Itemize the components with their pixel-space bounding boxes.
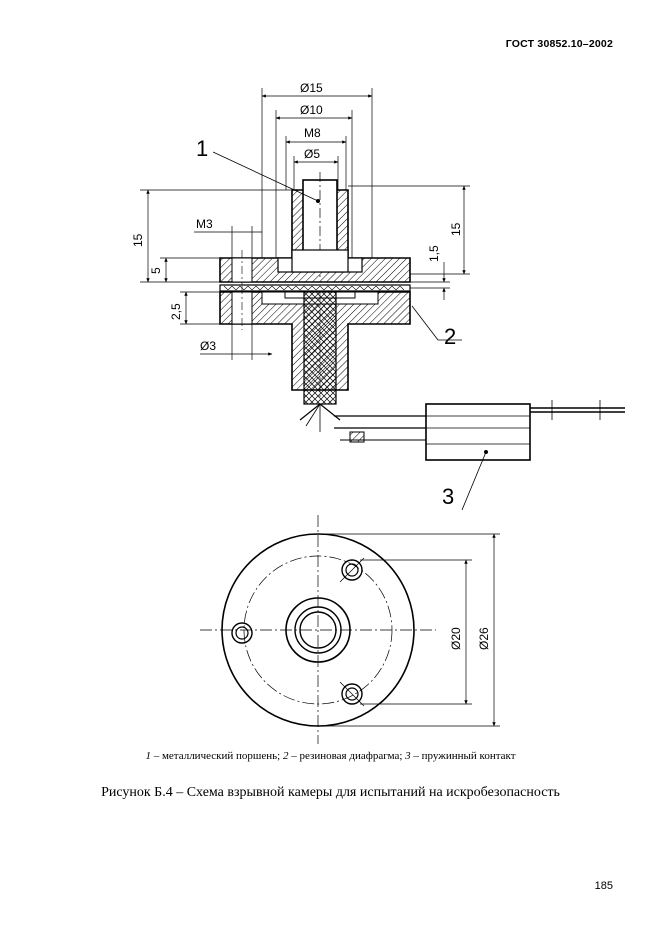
rubber-diaphragm — [219, 284, 411, 292]
legend-num-2: 2 — [282, 750, 289, 762]
legend-text-1: – металлический поршень; — [150, 750, 283, 762]
lower-body — [219, 286, 411, 405]
plan-view — [200, 515, 500, 744]
legend-num-3: 3 — [405, 750, 411, 762]
dim-d20: Ø20 — [449, 627, 463, 650]
callout-labels: 1 2 3 — [196, 136, 456, 509]
callout-3: 3 — [442, 484, 454, 509]
legend-num-1: 1 — [145, 750, 151, 762]
dim-h5: 5 — [149, 267, 163, 274]
plan-dimension-labels: Ø20 Ø26 — [449, 627, 491, 650]
dim-m3: M3 — [196, 217, 213, 231]
upper-flange — [219, 249, 411, 290]
dim-d26: Ø26 — [477, 627, 491, 650]
page-number: 185 — [594, 880, 613, 892]
dim-h15-right: 15 — [449, 222, 463, 236]
callout-1: 1 — [196, 136, 208, 161]
callout-2: 2 — [444, 324, 456, 349]
standard-header: ГОСТ 30852.10–2002 — [505, 38, 613, 50]
section-view — [212, 151, 625, 511]
spring-contact — [299, 400, 625, 461]
mounting-hole-top — [339, 557, 365, 583]
legend-text-2: – резиновая диафрагма; — [288, 750, 406, 762]
metal-piston — [291, 172, 349, 280]
mounting-hole-bottom — [339, 681, 365, 707]
dim-m8: M8 — [304, 126, 321, 140]
dim-d3: Ø3 — [200, 339, 216, 353]
dim-h15-left: 15 — [131, 233, 145, 247]
dimension-labels: Ø15 Ø10 M8 Ø5 M3 Ø3 15 5 2,5 15 1,5 — [131, 81, 463, 353]
legend-text-3: – пружинный контакт — [410, 750, 516, 762]
dimension-lines — [140, 88, 470, 360]
dim-h2-5: 2,5 — [169, 303, 183, 320]
dim-d15: Ø15 — [300, 81, 323, 95]
figure-caption: Рисунок Б.4 – Схема взрывной камеры для … — [101, 785, 560, 800]
dim-d10: Ø10 — [300, 103, 323, 117]
figure-legend: 1 – металлический поршень; 2 – резиновая… — [0, 750, 661, 762]
dim-d5: Ø5 — [304, 147, 320, 161]
mounting-hole-left — [231, 622, 253, 644]
dim-h1-5: 1,5 — [427, 245, 441, 262]
